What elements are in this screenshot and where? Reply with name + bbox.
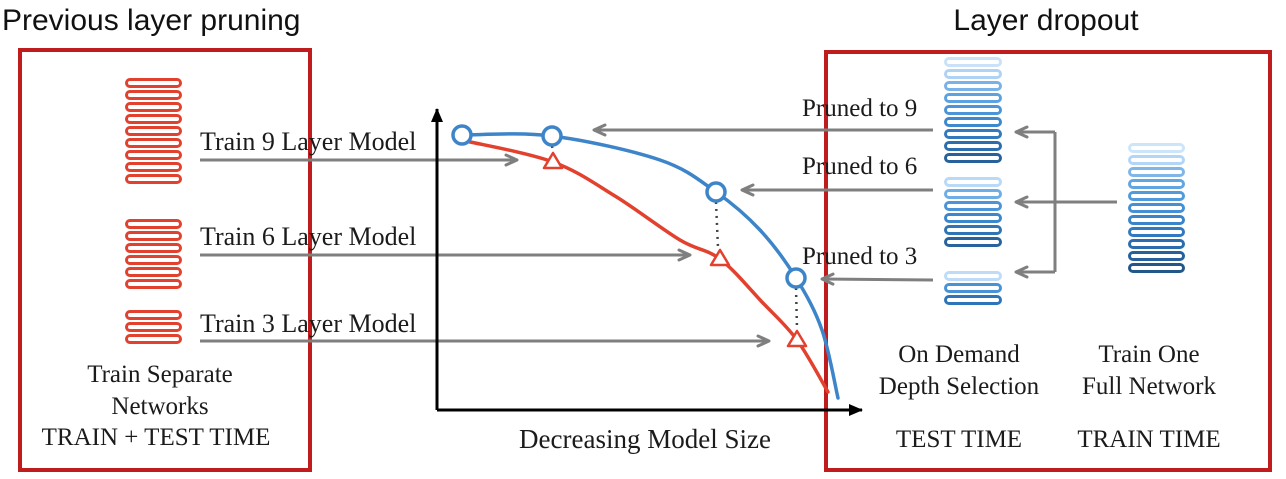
caption-line: Depth Selection <box>878 373 1040 400</box>
layer-bar <box>1128 179 1185 189</box>
layer-bar <box>1128 239 1185 249</box>
layer-bar <box>125 310 182 320</box>
dropout-curve <box>460 132 840 400</box>
layer-bar <box>1128 215 1185 225</box>
stack-train-3-layer <box>125 310 182 346</box>
layer-bar <box>125 243 182 253</box>
layer-bar <box>125 90 182 100</box>
stack-pruned-to-3 <box>944 271 1002 307</box>
train-test-time-caption: TRAIN + TEST TIME <box>41 424 271 451</box>
caption-line: Train Separate <box>87 361 233 388</box>
layer-bar <box>1128 167 1185 177</box>
layer-bar <box>125 267 182 277</box>
layer-bar <box>125 279 182 289</box>
train-time-caption: TRAIN TIME <box>1077 426 1221 453</box>
train-separate-caption: Train Separate Networks <box>30 359 290 423</box>
pruned-to-9-label: Pruned to 9 <box>802 95 918 122</box>
layer-bar <box>944 177 1002 187</box>
layer-bar <box>944 57 1002 67</box>
dropout-point-marker <box>705 181 727 203</box>
pruned-to-3-label: Pruned to 3 <box>802 243 918 270</box>
layer-bar <box>944 295 1002 305</box>
right-section-title: Layer dropout <box>953 4 1139 37</box>
on-demand-caption: On Demand Depth Selection <box>844 339 1074 403</box>
pruning-curve <box>464 139 830 394</box>
caption-line: Full Network <box>1081 373 1217 400</box>
layer-bar <box>1128 203 1185 213</box>
layer-bar <box>944 93 1002 103</box>
stack-full-network <box>1128 143 1185 275</box>
pruning-point-marker <box>542 151 564 170</box>
layer-dropout-box <box>824 50 1272 472</box>
layer-bar <box>125 255 182 265</box>
layer-bar <box>125 162 182 172</box>
layer-bar <box>944 117 1002 127</box>
layer-bar <box>125 231 182 241</box>
test-time-caption: TEST TIME <box>895 426 1023 453</box>
layer-bar <box>1128 227 1185 237</box>
layer-bar <box>944 129 1002 139</box>
layer-bar <box>125 126 182 136</box>
pruning-point-marker <box>709 248 731 267</box>
dotted-connector <box>794 287 799 330</box>
dotted-connector <box>714 201 720 249</box>
caption-line: On Demand <box>898 341 1020 368</box>
layer-bar <box>1128 263 1185 273</box>
layer-bar <box>125 102 182 112</box>
layer-bar <box>125 334 182 344</box>
layer-bar <box>1128 191 1185 201</box>
layer-bar <box>125 150 182 160</box>
dropout-point-marker <box>785 267 807 289</box>
stack-train-9-layer <box>125 78 182 186</box>
layer-bar <box>1128 143 1185 153</box>
x-axis-label: Decreasing Model Size <box>519 424 771 454</box>
layer-bar <box>944 237 1002 247</box>
dropout-point-marker <box>541 125 563 147</box>
layer-bar <box>944 141 1002 151</box>
layer-bar <box>125 78 182 88</box>
pruned-to-6-label: Pruned to 6 <box>802 153 918 180</box>
layer-bar <box>944 213 1002 223</box>
dotted-connector <box>550 145 555 153</box>
train-3-layer-label: Train 3 Layer Model <box>200 309 417 338</box>
layer-bar <box>125 114 182 124</box>
layer-bar <box>125 219 182 229</box>
layer-bar <box>125 174 182 184</box>
train-one-caption: Train One Full Network <box>1034 339 1264 403</box>
layer-bar <box>125 322 182 332</box>
train-9-layer-label: Train 9 Layer Model <box>200 127 417 156</box>
stack-pruned-to-6 <box>944 177 1002 249</box>
stack-train-6-layer <box>125 219 182 291</box>
caption-line: Networks <box>111 393 209 420</box>
pruning-point-marker <box>786 329 808 348</box>
layer-bar <box>944 271 1002 281</box>
caption-line: Train One <box>1098 341 1200 368</box>
layer-bar <box>944 283 1002 293</box>
layer-bar <box>944 81 1002 91</box>
layer-bar <box>944 69 1002 79</box>
layer-bar <box>1128 155 1185 165</box>
previous-pruning-box <box>18 48 312 472</box>
layer-bar <box>1128 251 1185 261</box>
layer-bar <box>944 201 1002 211</box>
layer-bar <box>944 153 1002 163</box>
stack-pruned-to-9 <box>944 57 1002 165</box>
layer-bar <box>944 189 1002 199</box>
dropout-point-marker <box>451 124 473 146</box>
layer-bar <box>944 225 1002 235</box>
layer-bar <box>125 138 182 148</box>
layer-bar <box>944 105 1002 115</box>
left-section-title: Previous layer pruning <box>2 4 301 37</box>
train-6-layer-label: Train 6 Layer Model <box>200 222 417 251</box>
gray-arrow <box>820 272 934 286</box>
